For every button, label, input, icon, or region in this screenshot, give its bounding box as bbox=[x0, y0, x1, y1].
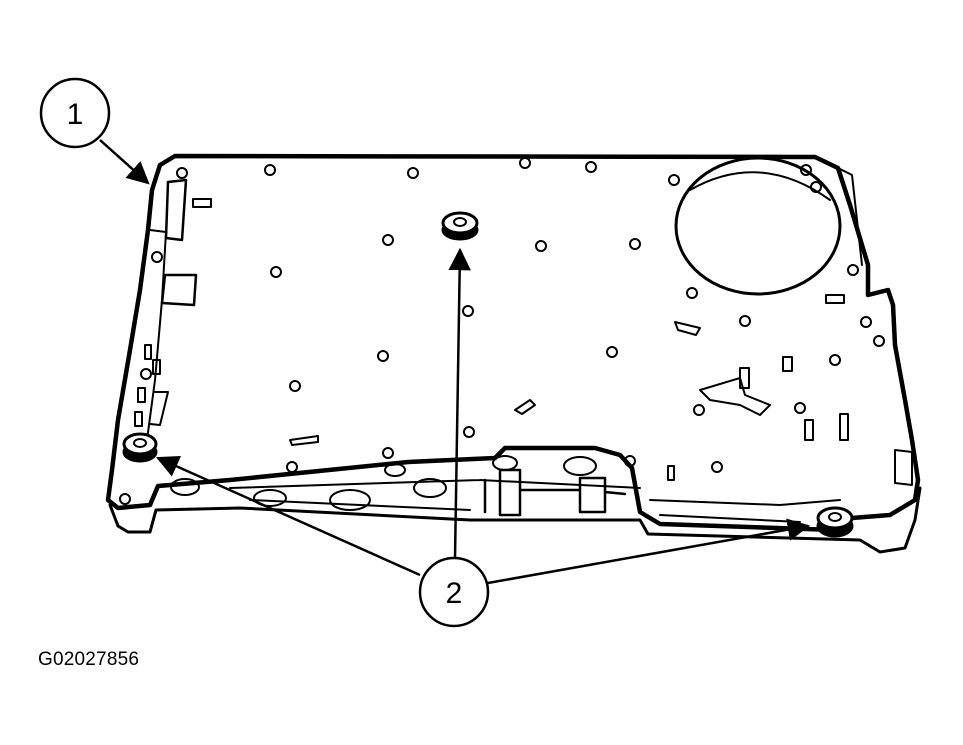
callout-2-leader-right bbox=[487, 518, 811, 585]
callout-1-circle bbox=[39, 77, 111, 149]
right-slot-8 bbox=[667, 465, 675, 481]
right-slot-3 bbox=[739, 367, 750, 389]
right-slot-5 bbox=[804, 419, 814, 441]
gasket-passage-3 bbox=[329, 489, 371, 511]
gasket-passage-5 bbox=[384, 463, 406, 477]
right-slot-2 bbox=[699, 377, 771, 416]
callout-1-leader bbox=[99, 139, 150, 185]
left-slot-lower bbox=[160, 273, 198, 307]
checkball-top bbox=[441, 211, 479, 241]
valve-bore-1 bbox=[563, 456, 597, 476]
gasket-passage-1 bbox=[170, 478, 200, 496]
plate-lower-edge bbox=[108, 486, 922, 554]
small-slot-2 bbox=[144, 344, 152, 360]
small-slot-4 bbox=[134, 411, 143, 427]
plate-large-opening bbox=[674, 156, 842, 296]
callout-1: 1 bbox=[39, 77, 150, 185]
plate-opening-rim bbox=[689, 171, 831, 201]
callout-2-leader-left bbox=[155, 455, 421, 577]
plate bbox=[105, 153, 922, 554]
checkball-right bbox=[816, 506, 854, 538]
left-slot-upper bbox=[164, 178, 188, 242]
callout-2-circle bbox=[418, 556, 490, 628]
plate-bottom-channel bbox=[229, 479, 641, 511]
gasket-passage-4 bbox=[413, 478, 447, 498]
lower-right-channel bbox=[649, 499, 841, 523]
callout-2-label: 2 bbox=[446, 577, 463, 610]
right-slot-6 bbox=[839, 413, 849, 441]
checkballs bbox=[122, 211, 854, 538]
plate-holes bbox=[119, 157, 885, 505]
right-slot-1 bbox=[674, 321, 701, 336]
small-slot-1 bbox=[192, 198, 212, 208]
right-slot-4 bbox=[782, 356, 793, 372]
callout-1-label: 1 bbox=[67, 98, 84, 131]
plate-right-notch bbox=[837, 167, 863, 266]
figure-id: G02027856 bbox=[38, 649, 140, 670]
right-end-block bbox=[894, 449, 913, 486]
valve-spool bbox=[483, 468, 627, 517]
small-slot-3 bbox=[137, 387, 146, 403]
right-slot-7 bbox=[825, 294, 845, 304]
valve-bore-2 bbox=[492, 455, 518, 471]
center-slot-1 bbox=[514, 399, 536, 415]
plate-outline bbox=[105, 153, 921, 533]
callout-2: 2 bbox=[155, 247, 811, 628]
checkball-left bbox=[122, 432, 158, 463]
left-slot-edge bbox=[149, 391, 169, 426]
gasket-passage-2 bbox=[253, 489, 287, 507]
callout-2-leader-top bbox=[448, 247, 471, 559]
small-slot-5 bbox=[152, 359, 161, 375]
center-slot-2 bbox=[289, 435, 319, 446]
